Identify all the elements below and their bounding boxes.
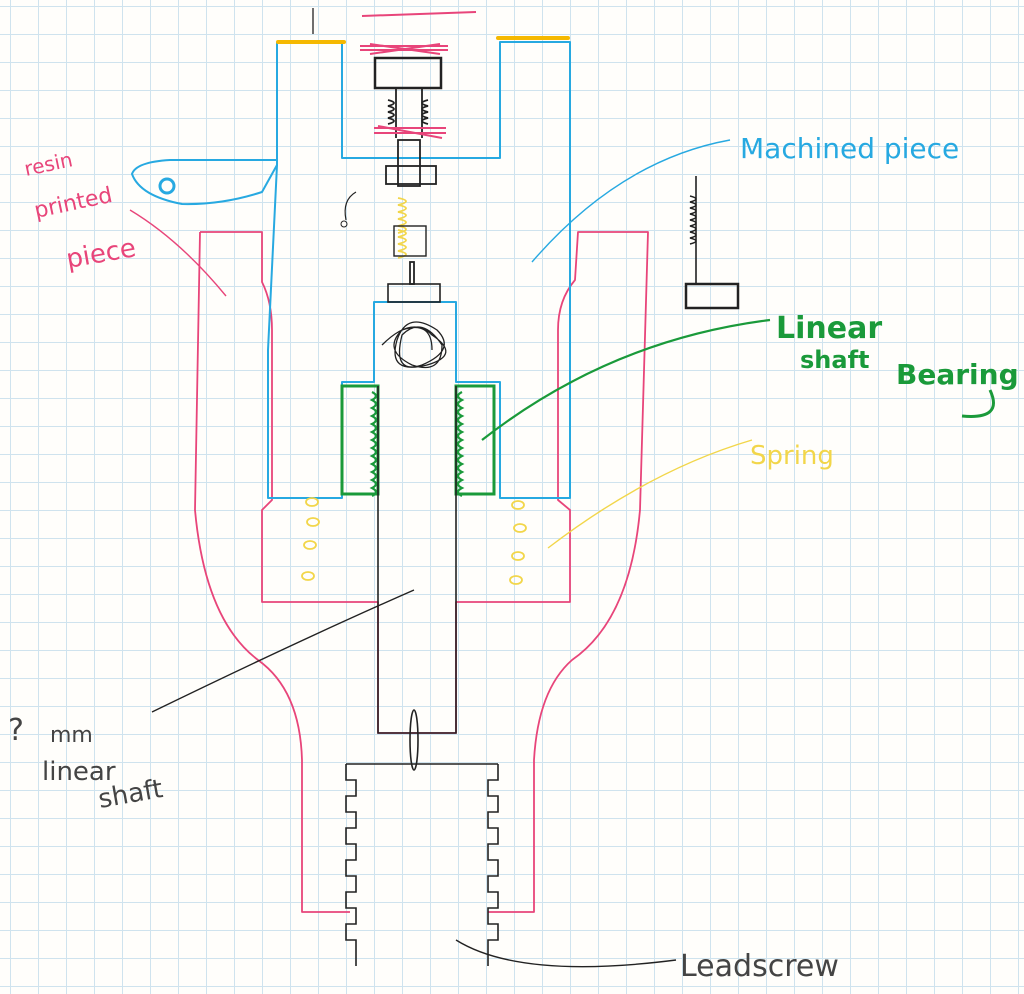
bearing-label-line1: Linear	[776, 311, 882, 346]
shaft-label-line2: mm	[50, 723, 93, 748]
machined-piece	[131, 41, 571, 499]
top-highlight-marks	[276, 36, 570, 44]
shaft-label-line1: ?	[8, 713, 24, 748]
screw-head	[373, 56, 443, 90]
mounting-hole	[158, 177, 176, 195]
machined-leader	[531, 139, 731, 263]
bearing-label-line2: shaft	[800, 346, 869, 374]
bearing-leader	[481, 318, 771, 441]
linear-shaft-bearing	[340, 384, 496, 497]
shaft-label-line3: linear	[42, 757, 116, 787]
internal-parts	[312, 8, 447, 369]
spring-leader	[547, 439, 753, 549]
spring-label: Spring	[750, 441, 834, 471]
resin-printed-piece	[194, 231, 649, 913]
linear-shaft	[377, 386, 457, 771]
labels: resin printed piece Machined piece Linea…	[8, 132, 1019, 984]
bearing-label-tail	[961, 389, 995, 418]
leadscrew-leader	[455, 939, 677, 968]
retaining-clips	[360, 11, 477, 139]
resin-label-line3: piece	[64, 233, 138, 275]
leadscrew-label: Leadscrew	[680, 949, 839, 984]
side-screw-illustration	[684, 176, 740, 310]
machined-label: Machined piece	[740, 132, 959, 165]
bearing-label-line3: Bearing	[896, 358, 1019, 391]
resin-leader	[129, 209, 227, 297]
resin-label-line1: resin	[22, 147, 75, 181]
shaft-leader	[151, 589, 415, 713]
leader-lines	[129, 139, 771, 968]
leadscrew	[345, 763, 499, 966]
springs	[301, 197, 527, 585]
resin-label-line2: printed	[32, 183, 115, 224]
